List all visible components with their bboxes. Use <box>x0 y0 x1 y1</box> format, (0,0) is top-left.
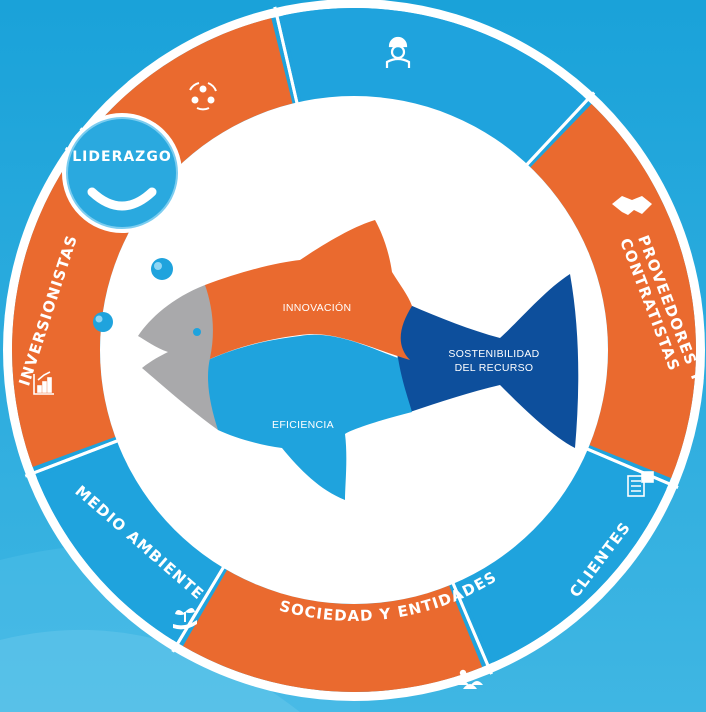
segment-divider <box>24 438 120 478</box>
bubble-small <box>93 312 113 332</box>
segment-divider <box>273 6 299 105</box>
fish-eye <box>193 328 201 336</box>
segment-divider <box>585 447 679 489</box>
segment-divider <box>171 565 226 653</box>
worker-icon <box>385 36 411 68</box>
fish: INNOVACIÓN EFICIENCIA SOSTENIBILIDAD DEL… <box>138 220 579 500</box>
fish-lower-body <box>204 334 412 500</box>
fish-tail <box>397 274 579 448</box>
fish-label-innovacion: INNOVACIÓN <box>283 301 352 314</box>
fish-label-sostenibilidad-line1: SOSTENIBILIDAD <box>448 348 539 360</box>
background-wave-2 <box>0 629 300 712</box>
segment-trabajadores <box>282 7 583 162</box>
fish-head <box>138 285 218 430</box>
bubble-large <box>151 258 173 280</box>
fish-upper-body <box>201 220 412 360</box>
segment-medio-ambiente <box>36 445 220 641</box>
group-icon <box>457 669 483 689</box>
bubble-large-shine <box>154 262 162 270</box>
people-circle-icon <box>189 82 217 111</box>
segment-divider <box>451 581 493 675</box>
handshake-icon <box>612 196 652 215</box>
fish-label-sostenibilidad-line2: DEL RECURSO <box>455 362 534 374</box>
liderazgo-bubble: LIDERAZGO <box>62 113 182 233</box>
liderazgo-label: LIDERAZGO <box>72 149 171 165</box>
growth-chart-icon <box>33 371 54 395</box>
bubble-small-shine <box>95 315 103 323</box>
segment-clientes <box>457 453 667 663</box>
segment-divider <box>524 91 596 167</box>
document-icon <box>627 471 654 497</box>
segment-sociedad <box>183 569 483 692</box>
smile-icon <box>87 187 157 211</box>
plant-hand-icon <box>173 608 197 630</box>
segment-proveedores <box>530 103 696 479</box>
fish-label-eficiencia: EFICIENCIA <box>272 419 334 431</box>
